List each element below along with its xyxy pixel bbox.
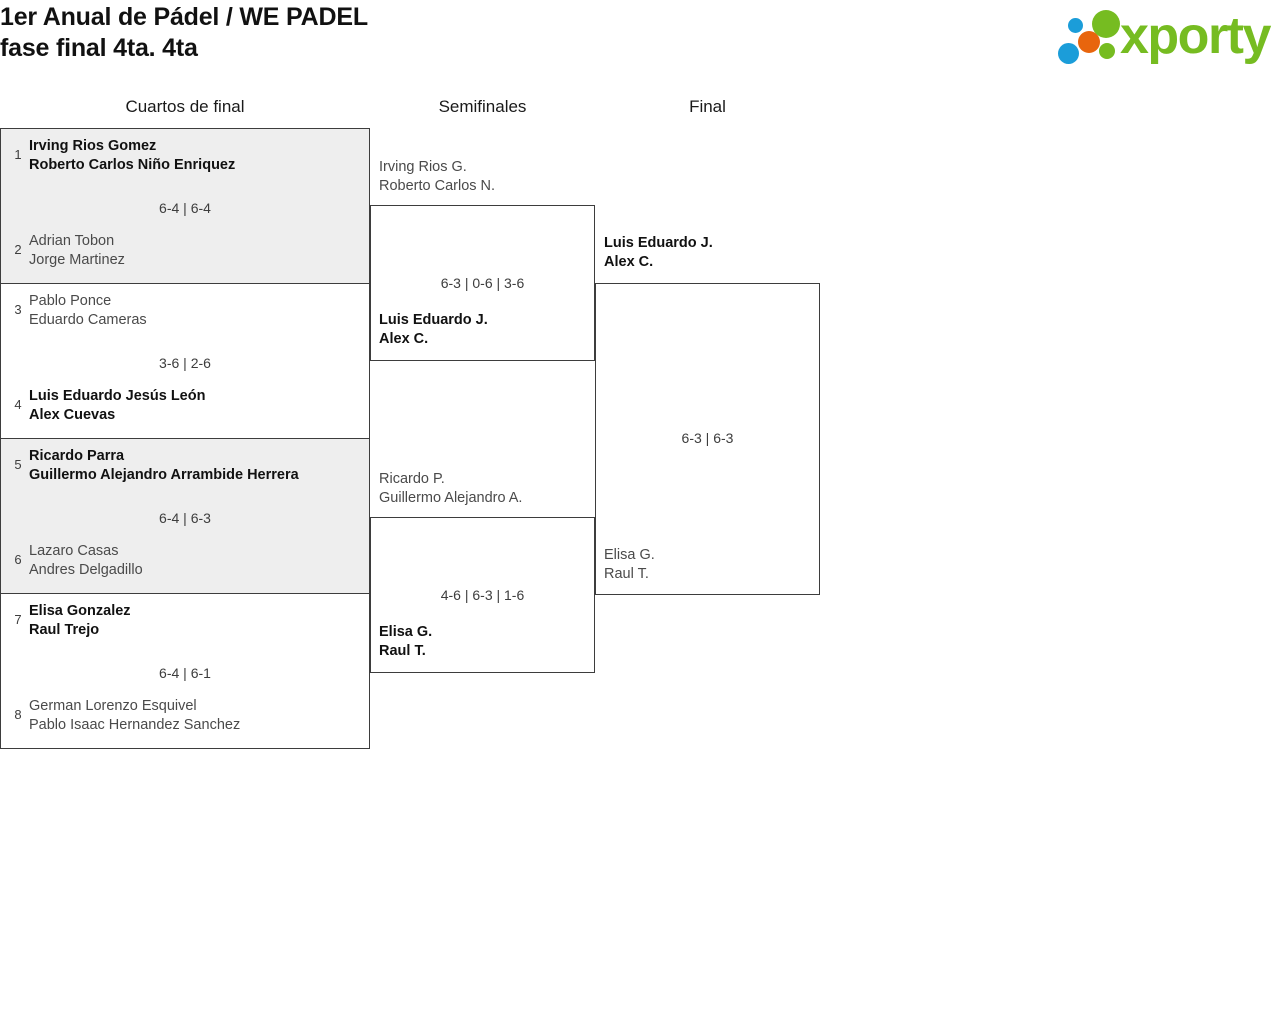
seed-number: 4 bbox=[14, 397, 22, 412]
match-score: 6-3 | 6-3 bbox=[681, 430, 734, 446]
match-team-top[interactable]: 3 Pablo Ponce Eduardo Cameras bbox=[1, 292, 371, 338]
match-score: 6-4 | 6-3 bbox=[159, 510, 211, 526]
match-quarterfinal-1[interactable]: 1 Irving Rios Gomez Roberto Carlos Niño … bbox=[0, 128, 370, 284]
team-players: Luis Eduardo Jesús León Alex Cuevas bbox=[29, 388, 206, 423]
team-players: Irving Rios Gomez Roberto Carlos Niño En… bbox=[29, 138, 236, 173]
seed-number: 2 bbox=[14, 242, 22, 257]
logo-wordmark: xporty bbox=[1120, 7, 1271, 65]
tournament-bracket: 1 Irving Rios Gomez Roberto Carlos Niño … bbox=[0, 128, 830, 758]
team-players: Lazaro Casas Andres Delgadillo bbox=[29, 543, 143, 578]
team-players: Irving Rios G. Roberto Carlos N. bbox=[379, 159, 496, 194]
logo-dot-blue-large-icon bbox=[1058, 43, 1079, 64]
seed-number: 7 bbox=[14, 612, 22, 627]
seed-number: 3 bbox=[14, 302, 22, 317]
round-header-semifinals: Semifinales bbox=[438, 97, 527, 116]
match-score: 6-4 | 6-4 bbox=[159, 200, 211, 216]
match-team-bottom[interactable]: Elisa G. Raul T. bbox=[596, 546, 821, 590]
xporty-logo[interactable]: xporty bbox=[1050, 6, 1272, 66]
match-final[interactable]: Luis Eduardo J. Alex C. 6-3 | 6-3 Elisa … bbox=[595, 235, 821, 595]
page-title: 1er Anual de Pádel / WE PADEL fase final… bbox=[0, 3, 368, 62]
match-score: 6-4 | 6-1 bbox=[159, 665, 211, 681]
match-team-bottom[interactable]: 8 German Lorenzo Esquivel Pablo Isaac He… bbox=[1, 697, 371, 743]
seed-number: 8 bbox=[14, 707, 22, 722]
team-players: Adrian Tobon Jorge Martinez bbox=[29, 233, 125, 268]
team-players: Pablo Ponce Eduardo Cameras bbox=[29, 293, 147, 328]
match-quarterfinal-3[interactable]: 5 Ricardo Parra Guillermo Alejandro Arra… bbox=[0, 438, 370, 594]
match-quarterfinal-4[interactable]: 7 Elisa Gonzalez Raul Trejo 6-4 | 6-1 8 … bbox=[0, 593, 370, 749]
team-players: Elisa G. Raul T. bbox=[379, 624, 433, 659]
logo-dot-orange-icon bbox=[1078, 31, 1100, 53]
team-players: Luis Eduardo J. Alex C. bbox=[379, 312, 488, 347]
match-team-top[interactable]: 7 Elisa Gonzalez Raul Trejo bbox=[1, 602, 371, 648]
team-players: Elisa Gonzalez Raul Trejo bbox=[29, 603, 131, 638]
team-players: Luis Eduardo J. Alex C. bbox=[604, 235, 713, 270]
match-team-top[interactable]: Irving Rios G. Roberto Carlos N. bbox=[371, 158, 596, 202]
seed-number: 5 bbox=[14, 457, 22, 472]
match-team-bottom[interactable]: 6 Lazaro Casas Andres Delgadillo bbox=[1, 542, 371, 588]
match-team-top[interactable]: 5 Ricardo Parra Guillermo Alejandro Arra… bbox=[1, 447, 371, 493]
team-players: Elisa G. Raul T. bbox=[604, 547, 655, 582]
match-score: 3-6 | 2-6 bbox=[159, 355, 211, 371]
team-players: Ricardo P. Guillermo Alejandro A. bbox=[379, 471, 523, 506]
logo-dot-blue-small-icon bbox=[1068, 18, 1083, 33]
match-score: 6-3 | 0-6 | 3-6 bbox=[440, 275, 525, 291]
match-team-bottom[interactable]: Elisa G. Raul T. bbox=[371, 623, 596, 667]
team-players: German Lorenzo Esquivel Pablo Isaac Hern… bbox=[29, 698, 241, 733]
round-header-final: Final bbox=[689, 97, 726, 116]
round-header-quarterfinals: Cuartos de final bbox=[125, 97, 245, 116]
match-semifinal-2[interactable]: Ricardo P. Guillermo Alejandro A. 4-6 | … bbox=[370, 471, 596, 673]
logo-dots-icon bbox=[1058, 10, 1136, 64]
match-quarterfinal-2[interactable]: 3 Pablo Ponce Eduardo Cameras 3-6 | 2-6 … bbox=[0, 283, 370, 439]
match-team-top[interactable]: 1 Irving Rios Gomez Roberto Carlos Niño … bbox=[1, 137, 371, 183]
match-team-bottom[interactable]: Luis Eduardo J. Alex C. bbox=[371, 311, 596, 355]
logo-dot-green-small-icon bbox=[1099, 43, 1115, 59]
seed-number: 1 bbox=[14, 147, 22, 162]
match-semifinal-1[interactable]: Irving Rios G. Roberto Carlos N. 6-3 | 0… bbox=[370, 159, 596, 361]
match-team-bottom[interactable]: 2 Adrian Tobon Jorge Martinez bbox=[1, 232, 371, 278]
seed-number: 6 bbox=[14, 552, 22, 567]
page-header: 1er Anual de Pádel / WE PADEL fase final… bbox=[0, 0, 1280, 88]
team-players: Ricardo Parra Guillermo Alejandro Arramb… bbox=[29, 448, 299, 483]
match-team-bottom[interactable]: 4 Luis Eduardo Jesús León Alex Cuevas bbox=[1, 387, 371, 433]
match-score: 4-6 | 6-3 | 1-6 bbox=[440, 587, 525, 603]
match-team-top[interactable]: Ricardo P. Guillermo Alejandro A. bbox=[371, 470, 596, 514]
match-team-top[interactable]: Luis Eduardo J. Alex C. bbox=[596, 234, 821, 278]
logo-dot-green-large-icon bbox=[1092, 10, 1120, 38]
